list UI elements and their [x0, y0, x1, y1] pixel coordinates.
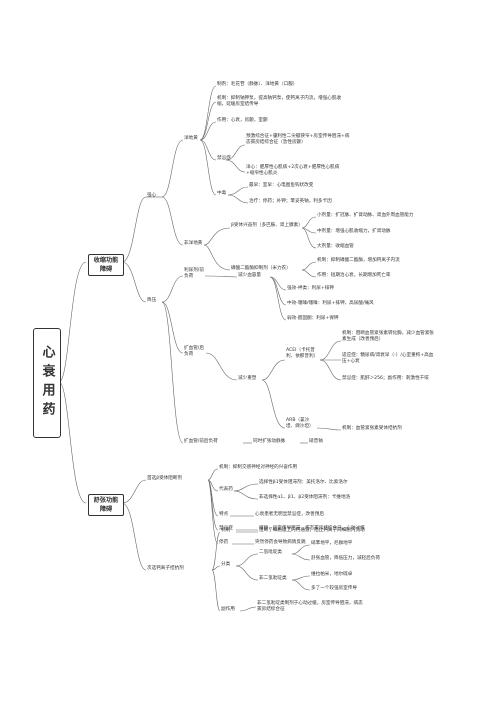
node-rl-c: 弱效-醛固酮：利尿+保钾 — [287, 316, 339, 321]
node-kuoxue-qian: 扩血管/前后负荷 — [184, 439, 218, 444]
node-rl-a: 强效-袢类：利尿+排钾 — [287, 286, 334, 291]
node-jiangya: 降压 — [147, 298, 157, 303]
node-jianshao-hz: 减少重塑 — [238, 376, 257, 381]
node-tedian: 特点 — [219, 512, 229, 517]
node-kuoxue-qian-a: 同时扩张动静脉 — [253, 439, 286, 444]
node-beta-b: 中剂量：增强心肌收缩力，扩肾动脉 — [317, 229, 391, 234]
node-cizhi-jz: 机制 — [221, 528, 231, 533]
node-zhongdu-b: 治疗：停药；补钾；苯妥英钠，利多卡因 — [249, 199, 332, 204]
node-pde-a: 机制：抑制磷酸二酯酶，增加钙离子内流 — [317, 258, 400, 263]
node-tingyao-a: 突然停药会导致病情反跳 — [255, 540, 306, 545]
root-node: 心衰用药 — [33, 328, 61, 438]
node-fen-fei: 非二氢吡啶类 — [259, 576, 287, 581]
node-jinji-b: 洋心：肥厚性心肌病+2次心衰+肥厚性心肌病+缩窄性心肌炎 — [246, 165, 340, 176]
node-yangdihuang: 洋地黄 — [184, 136, 198, 141]
node-zhongdu-a: 最早：室早：心电图鱼钩状改变 — [249, 183, 314, 188]
node-jinji: 禁忌症 — [217, 156, 231, 161]
node-jizhi: 机制：抑制钠钾泵，提高钠钙泵，使钙离子内流，增强心肌收缩，延缓房室结传导 — [217, 96, 342, 107]
node-cizhi-jz-a: 阻断了细胞膜上的钙通道，阻止钙离子向细胞内流动 — [259, 528, 365, 533]
node-fen-erqing-a: 硝苯地平，尼群地平 — [311, 541, 353, 546]
node-fen-erqing-b: 舒张血管，降低压力，减轻后负荷 — [311, 556, 380, 561]
node-zuoyong: 作用：心衰，房颤，室颤 — [217, 118, 268, 123]
node-fenlei: 分类 — [221, 562, 231, 567]
node-fen-fei-a: 维拉帕米，地尔硫卓 — [311, 572, 353, 577]
node-beta-c: 大剂量：收缩血管 — [317, 244, 354, 249]
l1-systolic: 收缩功能障碍 — [88, 254, 124, 276]
node-fuzuoyong: 副作用 — [221, 607, 235, 612]
node-tingyao: 停药 — [219, 540, 229, 545]
node-tedian-a: 心衰患者无明显禁忌症，改善预后 — [255, 512, 324, 517]
node-rl-b: 中效-噻嗪/噻嗪：利尿+排钾，高尿酸/痛风 — [287, 301, 374, 306]
node-daibiao-b: 非选择性α1、β1、β2受体阻滞剂：卡维地洛 — [259, 495, 351, 500]
node-liniao: 利尿剂/前负荷 — [184, 268, 204, 279]
node-beta: β受体兴奋剂（多巴胺、肾上腺素） — [231, 223, 303, 228]
l1-diastolic: 舒张功能障碍 — [88, 494, 124, 516]
node-pde-b: 作用：短期治心衰，长期增加死亡率 — [317, 273, 391, 278]
node-acei-b: 适应症：糖尿病/肾衰早（-）/心室重构+高血压+心衰 — [342, 353, 434, 364]
node-kuoxue: 扩血管/后负荷 — [184, 346, 204, 357]
node-qiangxin: 强心 — [147, 193, 157, 198]
node-shouxian: 首选β受体阻断剂 — [147, 476, 183, 481]
node-fen-fei-b: 多了一个较强房室传导 — [311, 586, 357, 591]
node-daibiao: 代表药 — [219, 487, 233, 492]
node-acei-a: 机制：阻断血管紧张素转化酶，减少血管紧张素生成（改善预后） — [342, 331, 434, 342]
node-jianshao-rl: 减少血容量 — [238, 273, 261, 278]
node-beta-a: 小剂量：扩冠脉、扩肾动脉、肾血外周血管能力 — [317, 213, 414, 218]
node-fuzuoyong-a: 非二氢吡啶类制剂于心动过缓，房室传导阻滞，病态窦房结综合征 — [257, 601, 363, 612]
node-pde: 磷酸二酯酶抑制剂（米力农） — [231, 266, 291, 271]
node-daibiao-a: 选择性β1受体阻滞剂：美托洛尔、比索洛尔 — [259, 480, 348, 485]
node-arb: ARB（氯沙坦、缬沙坦） — [286, 418, 314, 429]
node-feiyang: 非洋地黄 — [184, 241, 203, 246]
node-acei-c: 禁忌症：肌酐＞256；副作用：刺激性干咳 — [342, 376, 429, 381]
node-jinji2-a: 哮喘，房室传导阻滞，病态窦房结综合征，心动过缓 — [259, 526, 365, 531]
node-fen-erqing: 二氢吡啶类 — [259, 550, 282, 555]
node-acei: ACEI（卡托普利、依那普利） — [286, 348, 319, 359]
node-jinji2: 禁忌症 — [219, 526, 233, 531]
node-zhongdu: 中毒 — [217, 191, 227, 196]
node-arb-a: 机制：血管紧张素受体拮抗剂 — [342, 426, 402, 431]
node-kuoxue-qian-b: 硝普钠 — [309, 439, 323, 444]
node-cizhi: 次选钙离子拮抗剂 — [147, 566, 184, 571]
node-jizhi2: 机制：抑制交感神经对神经的兴奋作用 — [219, 465, 298, 470]
node-jinji-a: 预激综合征+肇利性二尖瓣狭窄+房室传导阻滞+病态窦房结综合征（急性房颤） — [246, 134, 350, 145]
node-mech: 制剂：毛花苷（静脉）、洋地黄（口服） — [217, 82, 298, 87]
